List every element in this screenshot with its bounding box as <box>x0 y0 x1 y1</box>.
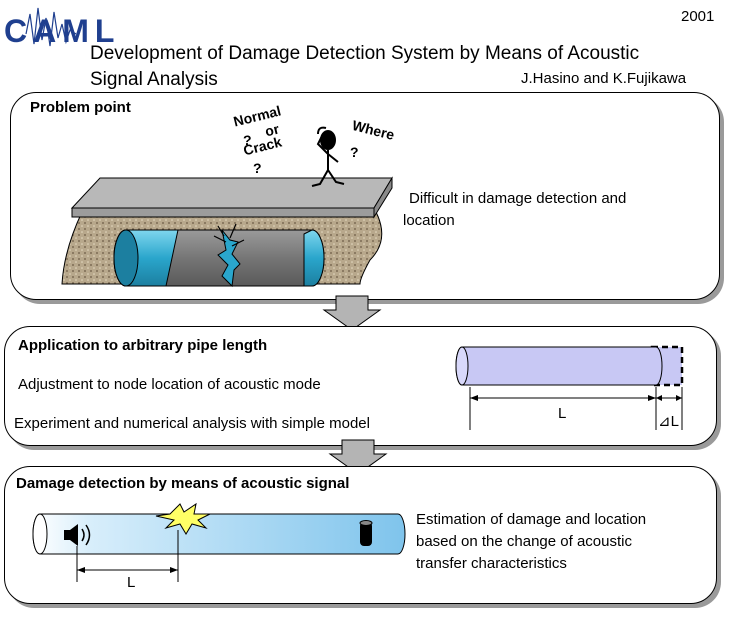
page-title: Development of Damage Detection System b… <box>90 41 639 93</box>
arbitrary-length-title: Application to arbitrary pipe length <box>18 337 268 354</box>
label-L: L <box>127 574 136 591</box>
desc-line2: location <box>403 212 455 229</box>
label-L: L <box>558 405 567 422</box>
pipe-open-end <box>32 513 48 555</box>
down-arrow-2 <box>328 439 388 475</box>
experiment-text: Experiment and numerical analysis with s… <box>14 415 370 432</box>
desc-line2: based on the change of acoustic <box>416 533 632 550</box>
question-mark: ? <box>350 144 359 160</box>
pipe-left-opening <box>113 229 139 287</box>
arbitrary-length-panel <box>4 326 717 446</box>
crack-icon <box>217 229 241 288</box>
problem-description: Difficult in damage detection and locati… <box>403 188 626 232</box>
desc-line1: Difficult in damage detection and <box>409 190 627 207</box>
road-slab-top <box>70 177 393 209</box>
caml-logo: CAML <box>4 7 114 49</box>
down-arrow-1 <box>322 295 382 331</box>
logo-signal-wave <box>25 7 77 47</box>
question-mark: ? <box>253 160 262 176</box>
crack-lines <box>213 223 245 247</box>
thinking-person-icon <box>311 126 345 187</box>
damaged-pipe-illustration <box>61 126 393 288</box>
question-where: Where ? <box>348 117 418 162</box>
speaker-icon <box>64 524 91 546</box>
estimation-description: Estimation of damage and location based … <box>416 509 646 575</box>
desc-line1: Estimation of damage and location <box>416 511 647 528</box>
acoustic-pipe-diagram <box>32 502 406 582</box>
road-slab-front <box>71 207 375 218</box>
question-mark: ? <box>243 132 252 148</box>
pipe-open-end <box>455 346 469 386</box>
problem-point-title: Problem point <box>30 99 131 116</box>
logo-text: CAML <box>4 13 120 49</box>
lavender-pipe <box>455 346 663 386</box>
authors: J.Hasino and K.Fujikawa <box>521 70 687 87</box>
acoustic-detection-title: Damage detection by means of acoustic si… <box>16 475 350 492</box>
title-line2: Signal Analysis <box>90 69 218 90</box>
pipe-blue-end-right <box>303 229 325 287</box>
damage-burst-icon <box>155 502 211 535</box>
label-delta-L: ⊿L <box>658 413 679 430</box>
title-line1: Development of Damage Detection System b… <box>90 43 640 64</box>
road-slab-side <box>373 176 393 219</box>
year: 2001 <box>681 8 715 25</box>
adjustment-text: Adjustment to node location of acoustic … <box>18 376 321 393</box>
question-normal-or-crack: Normal or ? Crack ? <box>232 102 313 176</box>
desc-line3: transfer characteristics <box>416 555 567 572</box>
pipe-length-diagram <box>455 345 684 430</box>
microphone-icon <box>359 520 373 546</box>
